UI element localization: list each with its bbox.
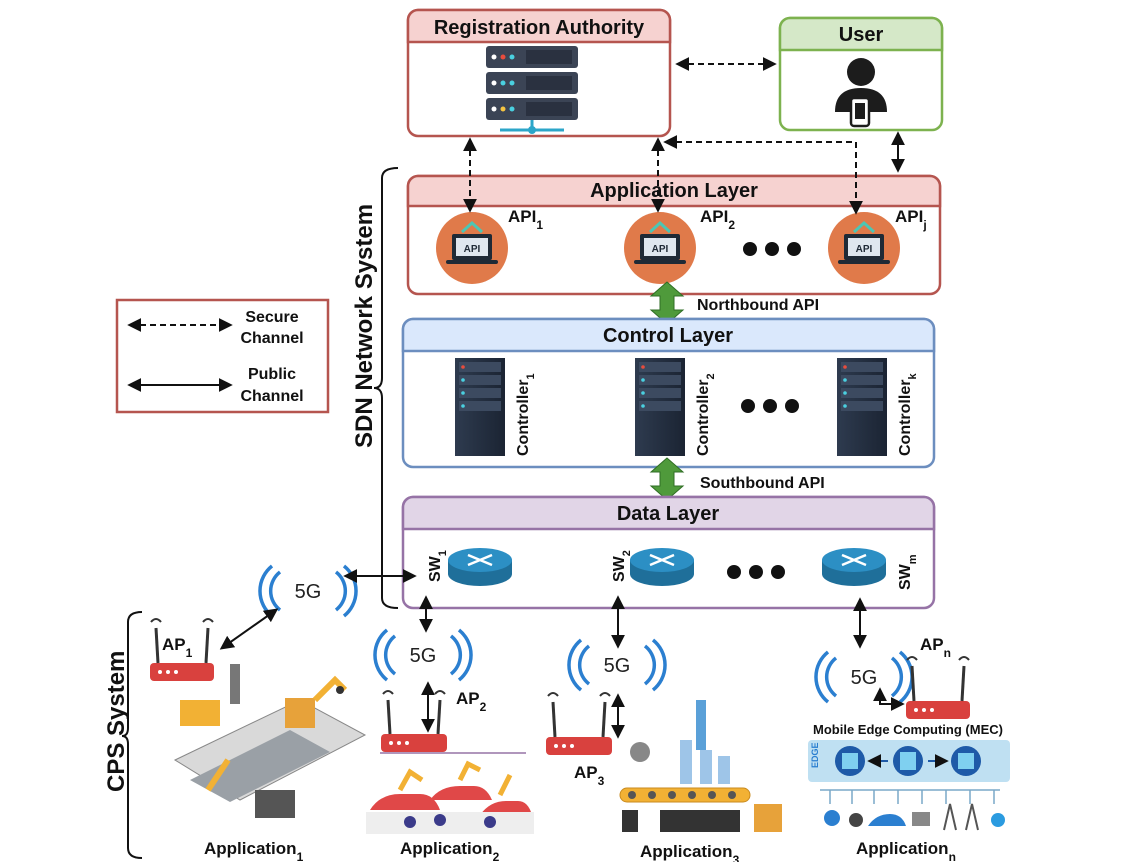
application-n-label: Applicationn: [856, 839, 956, 862]
sdn-system-label: SDN Network System: [351, 204, 378, 448]
controller-1-cabinet-icon: [455, 358, 505, 456]
switch-2-router-icon: [630, 548, 694, 586]
switch-1-label: SW1: [427, 550, 449, 582]
secure-channel-lines: [463, 135, 863, 215]
controller-2-cabinet-icon: [635, 358, 685, 456]
application-1-label: Application1: [204, 839, 304, 862]
application-3-label: Application3: [640, 842, 740, 862]
control-layer: Control Layer Controller1 Controller2 Co…: [401, 317, 936, 469]
api-1-icon-text: API: [464, 244, 481, 255]
ellipsis-dots-icon: [743, 242, 801, 256]
access-point-n-icon: [906, 656, 970, 719]
factory-illustration-icon: [173, 664, 367, 818]
five-g-2-text: 5G: [410, 645, 437, 667]
ap-3-label: AP3: [574, 763, 605, 788]
ra-title: Registration Authority: [434, 17, 645, 39]
user-person-icon: [835, 58, 887, 128]
cps-system-bracket: [121, 611, 143, 859]
api-1-label: API1: [508, 207, 543, 232]
ellipsis-dots-icon: [727, 565, 785, 579]
switch-2-label: SW2: [611, 550, 633, 582]
legend-public-label-1: Public: [248, 366, 296, 383]
data-layer: Data Layer SW1 SW2 SWm: [401, 495, 936, 610]
sdn-system-bracket: [373, 167, 399, 609]
api-j-icon-text: API: [856, 244, 873, 255]
five-g-3-icon: 5G: [567, 638, 667, 692]
access-point-1-icon: [150, 618, 214, 681]
application-2-label: Application2: [400, 839, 500, 862]
switch-m-router-icon: [822, 548, 886, 586]
legend-secure-label-2: Channel: [240, 330, 303, 347]
ap-1-label: AP1: [162, 635, 193, 660]
car-assembly-illustration-icon: [366, 752, 534, 834]
server-rack-icon: [486, 46, 578, 134]
controller-1-label: Controller1: [515, 373, 537, 456]
legend-secure-label-1: Secure: [245, 309, 298, 326]
registration-authority-box: Registration Authority: [406, 8, 672, 138]
mec-panel: EDGE: [808, 740, 1010, 782]
access-point-3-icon: [546, 692, 612, 755]
controller-k-label: Controllerk: [897, 373, 919, 456]
ellipsis-dots-icon: [741, 399, 799, 413]
application-layer-title: Application Layer: [590, 180, 758, 202]
user-title: User: [839, 24, 884, 46]
data-layer-title: Data Layer: [617, 503, 719, 525]
controller-k-cabinet-icon: [837, 358, 887, 456]
mec-edge-text: EDGE: [810, 742, 820, 768]
ap-2-label: AP2: [456, 689, 487, 714]
cps-system-label: CPS System: [103, 651, 130, 792]
api-j-label: APIj: [895, 207, 927, 232]
five-g-2-icon: 5G: [373, 628, 473, 682]
public-channel-lines: [219, 569, 905, 739]
api-2-icon: API: [624, 212, 696, 284]
five-g-4-text: 5G: [851, 667, 878, 689]
southbound-label: Southbound API: [700, 475, 825, 492]
mec-devices-icon: [820, 789, 1005, 831]
production-line-illustration-icon: [619, 700, 782, 832]
legend-box: Secure Channel Public Channel: [115, 298, 330, 414]
control-layer-title: Control Layer: [603, 325, 733, 347]
five-g-1-icon: 5G: [258, 564, 358, 618]
switch-m-label: SWm: [897, 554, 919, 590]
northbound-label: Northbound API: [697, 297, 819, 314]
five-g-4-icon: 5G: [814, 650, 914, 704]
five-g-3-text: 5G: [604, 655, 631, 677]
legend-public-label-2: Channel: [240, 388, 303, 405]
mec-label: Mobile Edge Computing (MEC): [813, 722, 1003, 737]
access-point-2-icon: [381, 690, 447, 752]
api-j-icon: API: [828, 212, 900, 284]
switch-1-router-icon: [448, 548, 512, 586]
ap-n-label: APn: [920, 635, 951, 660]
controller-2-label: Controller2: [695, 373, 717, 456]
five-g-1-text: 5G: [295, 581, 322, 603]
application-layer: Application Layer API API1 API API2: [406, 174, 942, 296]
api-2-icon-text: API: [652, 244, 669, 255]
user-box: User: [778, 16, 944, 132]
api-1-icon: API: [436, 212, 508, 284]
